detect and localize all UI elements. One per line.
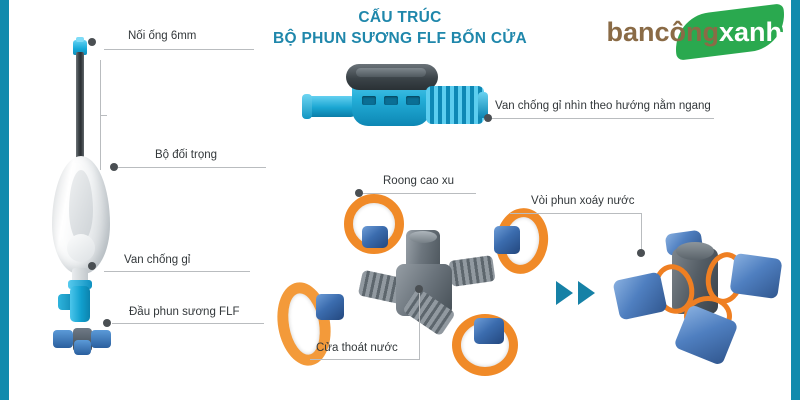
leader-dot-noi-ong <box>88 38 96 46</box>
spray-arm-center <box>74 340 91 355</box>
spray-arm-left <box>53 330 73 348</box>
figure-assembled-product <box>612 229 790 380</box>
valve-slot-3 <box>406 96 420 105</box>
leader-dot-bo-doi-trong <box>110 163 118 171</box>
logo-wordmark: bancôngxanh <box>606 17 782 48</box>
valve-ribbed-outlet <box>426 86 488 124</box>
right-border-accent <box>791 0 800 400</box>
leader-dot-van-chong-gi <box>88 262 96 270</box>
rod-part <box>76 52 84 174</box>
oring-part-left <box>271 278 337 370</box>
play-arrow-icon-2 <box>578 281 595 305</box>
four-port-spray-head-part <box>52 322 112 356</box>
valve-inlet-pipe <box>302 94 356 119</box>
process-arrows <box>556 281 595 305</box>
callout-label-noi-ong: Nối ống 6mm <box>128 30 197 42</box>
leader-line-noi-ong <box>104 49 254 50</box>
leader-vline-cua-thoat-nuoc <box>419 289 420 359</box>
swirl-nozzle-bottom <box>474 318 504 344</box>
leader-line-cua-thoat-nuoc <box>310 359 420 360</box>
manifold-body <box>357 228 496 340</box>
leader-dot-dau-phun-suong <box>103 319 111 327</box>
callout-label-cua-thoat-nuoc: Cửa thoát nước <box>316 342 398 354</box>
swirl-nozzle-left <box>316 294 344 320</box>
valve-top-cap <box>346 64 438 90</box>
valve-slot-2 <box>384 96 398 105</box>
valve-body <box>70 286 90 322</box>
left-border-accent <box>0 0 9 400</box>
manifold-port-right <box>448 255 496 287</box>
leader-dot-cua-thoat-nuoc <box>415 285 423 293</box>
callout-label-van-ngang: Van chống gỉ nhìn theo hướng nằm ngang <box>495 100 711 112</box>
leader-dot-voi-phun-xoay <box>637 249 645 257</box>
spray-arm-right <box>91 330 111 348</box>
callout-label-bo-doi-trong: Bộ đối trọng <box>155 149 218 161</box>
figure-left-assembly <box>46 36 120 355</box>
tube-connector-part <box>73 37 87 55</box>
assembled-cap-left <box>612 271 668 321</box>
figure-horizontal-valve <box>300 64 490 136</box>
title-line-2: BỘ PHUN SƯƠNG FLF BỐN CỬA <box>273 29 527 47</box>
play-arrow-icon-1 <box>556 281 573 305</box>
valve-cap <box>68 280 92 289</box>
leader-line-dau-phun-suong <box>112 323 264 324</box>
leader-dot-van-ngang <box>484 114 492 122</box>
swirl-nozzle-top <box>362 226 388 248</box>
callout-label-voi-phun-xoay: Vòi phun xoáy nước <box>531 195 635 207</box>
leader-line-voi-phun-xoay <box>510 213 642 214</box>
logo-text-primary: bancông <box>606 16 719 47</box>
title-line-1: CẤU TRÚC <box>358 9 442 26</box>
assembled-manifold-core <box>672 242 718 314</box>
assembled-cap-right <box>729 252 783 300</box>
leader-line-bo-doi-trong <box>118 167 266 168</box>
leader-line-roong-cao-xu <box>358 193 476 194</box>
leader-dot-roong-cao-xu <box>355 189 363 197</box>
logo-text-secondary: xanh <box>718 16 782 47</box>
oring-part-top <box>344 194 404 254</box>
callout-label-dau-phun-suong: Đầu phun sương FLF <box>129 306 240 318</box>
anti-rust-valve-part <box>58 280 102 324</box>
counterweight-part <box>52 156 110 274</box>
bracket-counterweight <box>100 60 107 170</box>
valve-slot-1 <box>362 96 376 105</box>
brand-logo[interactable]: bancôngxanh <box>606 3 789 61</box>
figure-exploded-manifold <box>270 190 553 385</box>
leader-vline-voi-phun-xoay <box>641 213 642 253</box>
callout-label-van-chong-gi: Van chống gỉ <box>124 254 191 266</box>
callout-label-roong-cao-xu: Roong cao xu <box>383 175 454 187</box>
page-title: CẤU TRÚC BỘ PHUN SƯƠNG FLF BỐN CỬA <box>250 8 550 50</box>
leader-line-van-ngang <box>488 118 714 119</box>
leader-line-van-chong-gi <box>104 271 250 272</box>
swirl-nozzle-right <box>494 226 520 254</box>
